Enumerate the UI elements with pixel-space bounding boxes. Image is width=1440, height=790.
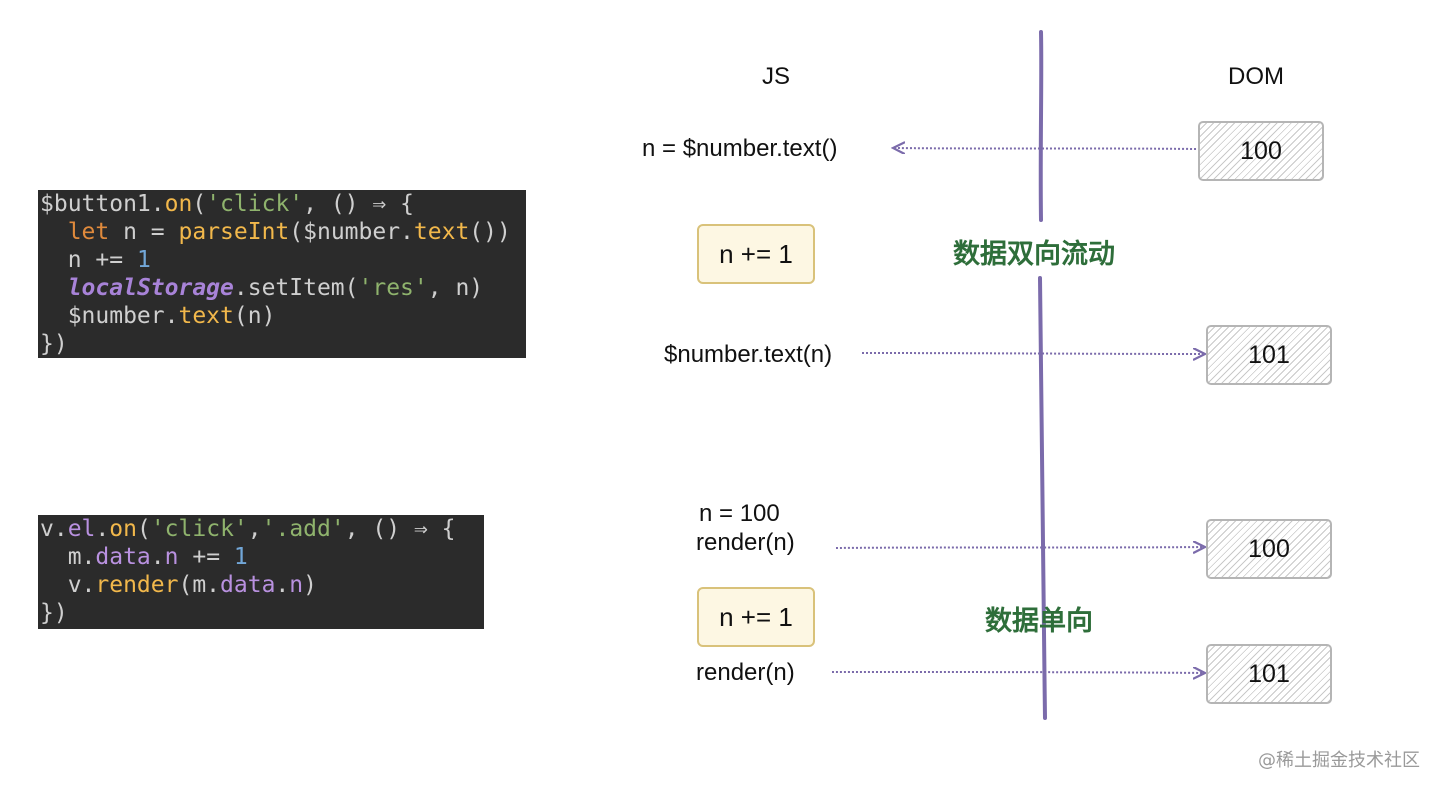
code-token: 'click' xyxy=(206,191,304,217)
code-token: data xyxy=(95,544,151,570)
code-token: data xyxy=(220,572,276,598)
note-one-way-flow: 数据单向 xyxy=(985,606,1093,637)
code-token: ( xyxy=(192,191,207,217)
code-top-line: $button1.on('click', () ⇒ { xyxy=(38,190,526,218)
code-token: }) xyxy=(40,600,68,626)
code-token: . xyxy=(275,572,290,598)
code-token: el xyxy=(67,516,96,542)
code-token: n xyxy=(164,544,179,570)
label-render-2: render(n) xyxy=(696,659,795,686)
increment-box-1: n += 1 xyxy=(697,224,815,284)
code-token: .setItem( xyxy=(233,275,359,301)
code-token: (m. xyxy=(178,572,221,598)
code-top-line: n += 1 xyxy=(38,246,526,274)
code-token: text xyxy=(413,219,470,245)
code-token: , () ⇒ { xyxy=(344,516,456,542)
code-token: text xyxy=(178,303,234,329)
code-token: ()) xyxy=(469,219,511,245)
dom-box-2-value: 101 xyxy=(1248,340,1290,369)
code-token: . xyxy=(150,191,165,217)
code-bottom-line: v.el.on('click','.add', () ⇒ { xyxy=(38,515,484,543)
code-token: , () ⇒ { xyxy=(303,191,414,217)
dom-box-4: 101 xyxy=(1206,644,1332,704)
code-token: . xyxy=(95,516,110,542)
code-token: 1 xyxy=(233,544,248,570)
code-token: 'res' xyxy=(358,275,428,301)
label-write-dom: $number.text(n) xyxy=(664,341,833,368)
label-render-1: render(n) xyxy=(696,529,795,556)
dom-box-1-value: 100 xyxy=(1240,136,1282,165)
code-bottom-line: m.data.n += 1 xyxy=(38,543,484,571)
code-token: m. xyxy=(40,544,96,570)
code-bottom-line: v.render(m.data.n) xyxy=(38,571,484,599)
arrow-render-2-to-dom xyxy=(831,672,1203,673)
divider-line-bottom xyxy=(1038,276,1047,720)
code-token: ($number. xyxy=(289,219,414,245)
label-assign: n = 100 xyxy=(699,500,780,527)
code-top-line: let n = parseInt($number.text()) xyxy=(38,218,526,246)
code-snippet-mvc: v.el.on('click','.add', () ⇒ { m.data.n … xyxy=(38,515,484,629)
code-token: 'click' xyxy=(150,516,248,542)
arrow-render-1-to-dom xyxy=(835,547,1203,548)
code-token: v. xyxy=(40,516,68,542)
dom-box-3-value: 100 xyxy=(1248,534,1290,563)
note-two-way-flow: 数据双向流动 xyxy=(953,239,1115,270)
code-token: localStorage xyxy=(67,275,234,301)
code-token: . xyxy=(150,544,165,570)
code-token: n += xyxy=(40,247,137,273)
code-token: ) xyxy=(303,572,317,598)
code-token: n = xyxy=(109,219,179,245)
code-token: $number. xyxy=(40,303,179,329)
code-top-line: localStorage.setItem('res', n) xyxy=(38,274,526,302)
label-read-dom: n = $number.text() xyxy=(642,135,838,162)
code-token: n xyxy=(289,572,304,598)
arrow-dom-to-js xyxy=(895,148,1197,149)
dom-box-3: 100 xyxy=(1206,519,1332,579)
code-snippet-jquery: $button1.on('click', () ⇒ { let n = pars… xyxy=(38,190,526,358)
dom-box-4-value: 101 xyxy=(1248,659,1290,688)
code-top-line: $number.text(n) xyxy=(38,302,526,330)
code-token: on xyxy=(164,191,193,217)
code-token: $button1 xyxy=(40,191,151,217)
increment-box-2: n += 1 xyxy=(697,587,815,647)
code-token: , xyxy=(247,516,262,542)
header-dom: DOM xyxy=(1228,63,1284,90)
increment-box-1-text: n += 1 xyxy=(719,238,793,269)
code-top-line: }) xyxy=(38,330,526,358)
code-token: , n) xyxy=(427,275,484,301)
code-token: render xyxy=(95,572,179,598)
dom-box-1: 100 xyxy=(1198,121,1324,181)
watermark: @稀土掘金技术社区 xyxy=(1258,750,1420,771)
code-token: }) xyxy=(40,331,68,357)
code-token: ( xyxy=(136,516,151,542)
code-bottom-line: }) xyxy=(38,599,484,627)
increment-box-2-text: n += 1 xyxy=(719,601,793,632)
code-token: on xyxy=(109,516,137,542)
dom-box-2: 101 xyxy=(1206,325,1332,385)
code-token: v. xyxy=(40,572,96,598)
code-token: 1 xyxy=(136,247,151,273)
header-js: JS xyxy=(762,63,791,90)
divider-line-top xyxy=(1038,30,1044,222)
code-token: let xyxy=(67,219,110,245)
code-token: parseInt xyxy=(178,219,290,245)
code-token: (n) xyxy=(233,303,276,329)
code-token: += xyxy=(178,544,234,570)
code-token: '.add' xyxy=(261,516,345,542)
arrow-text-to-dom xyxy=(861,353,1203,354)
